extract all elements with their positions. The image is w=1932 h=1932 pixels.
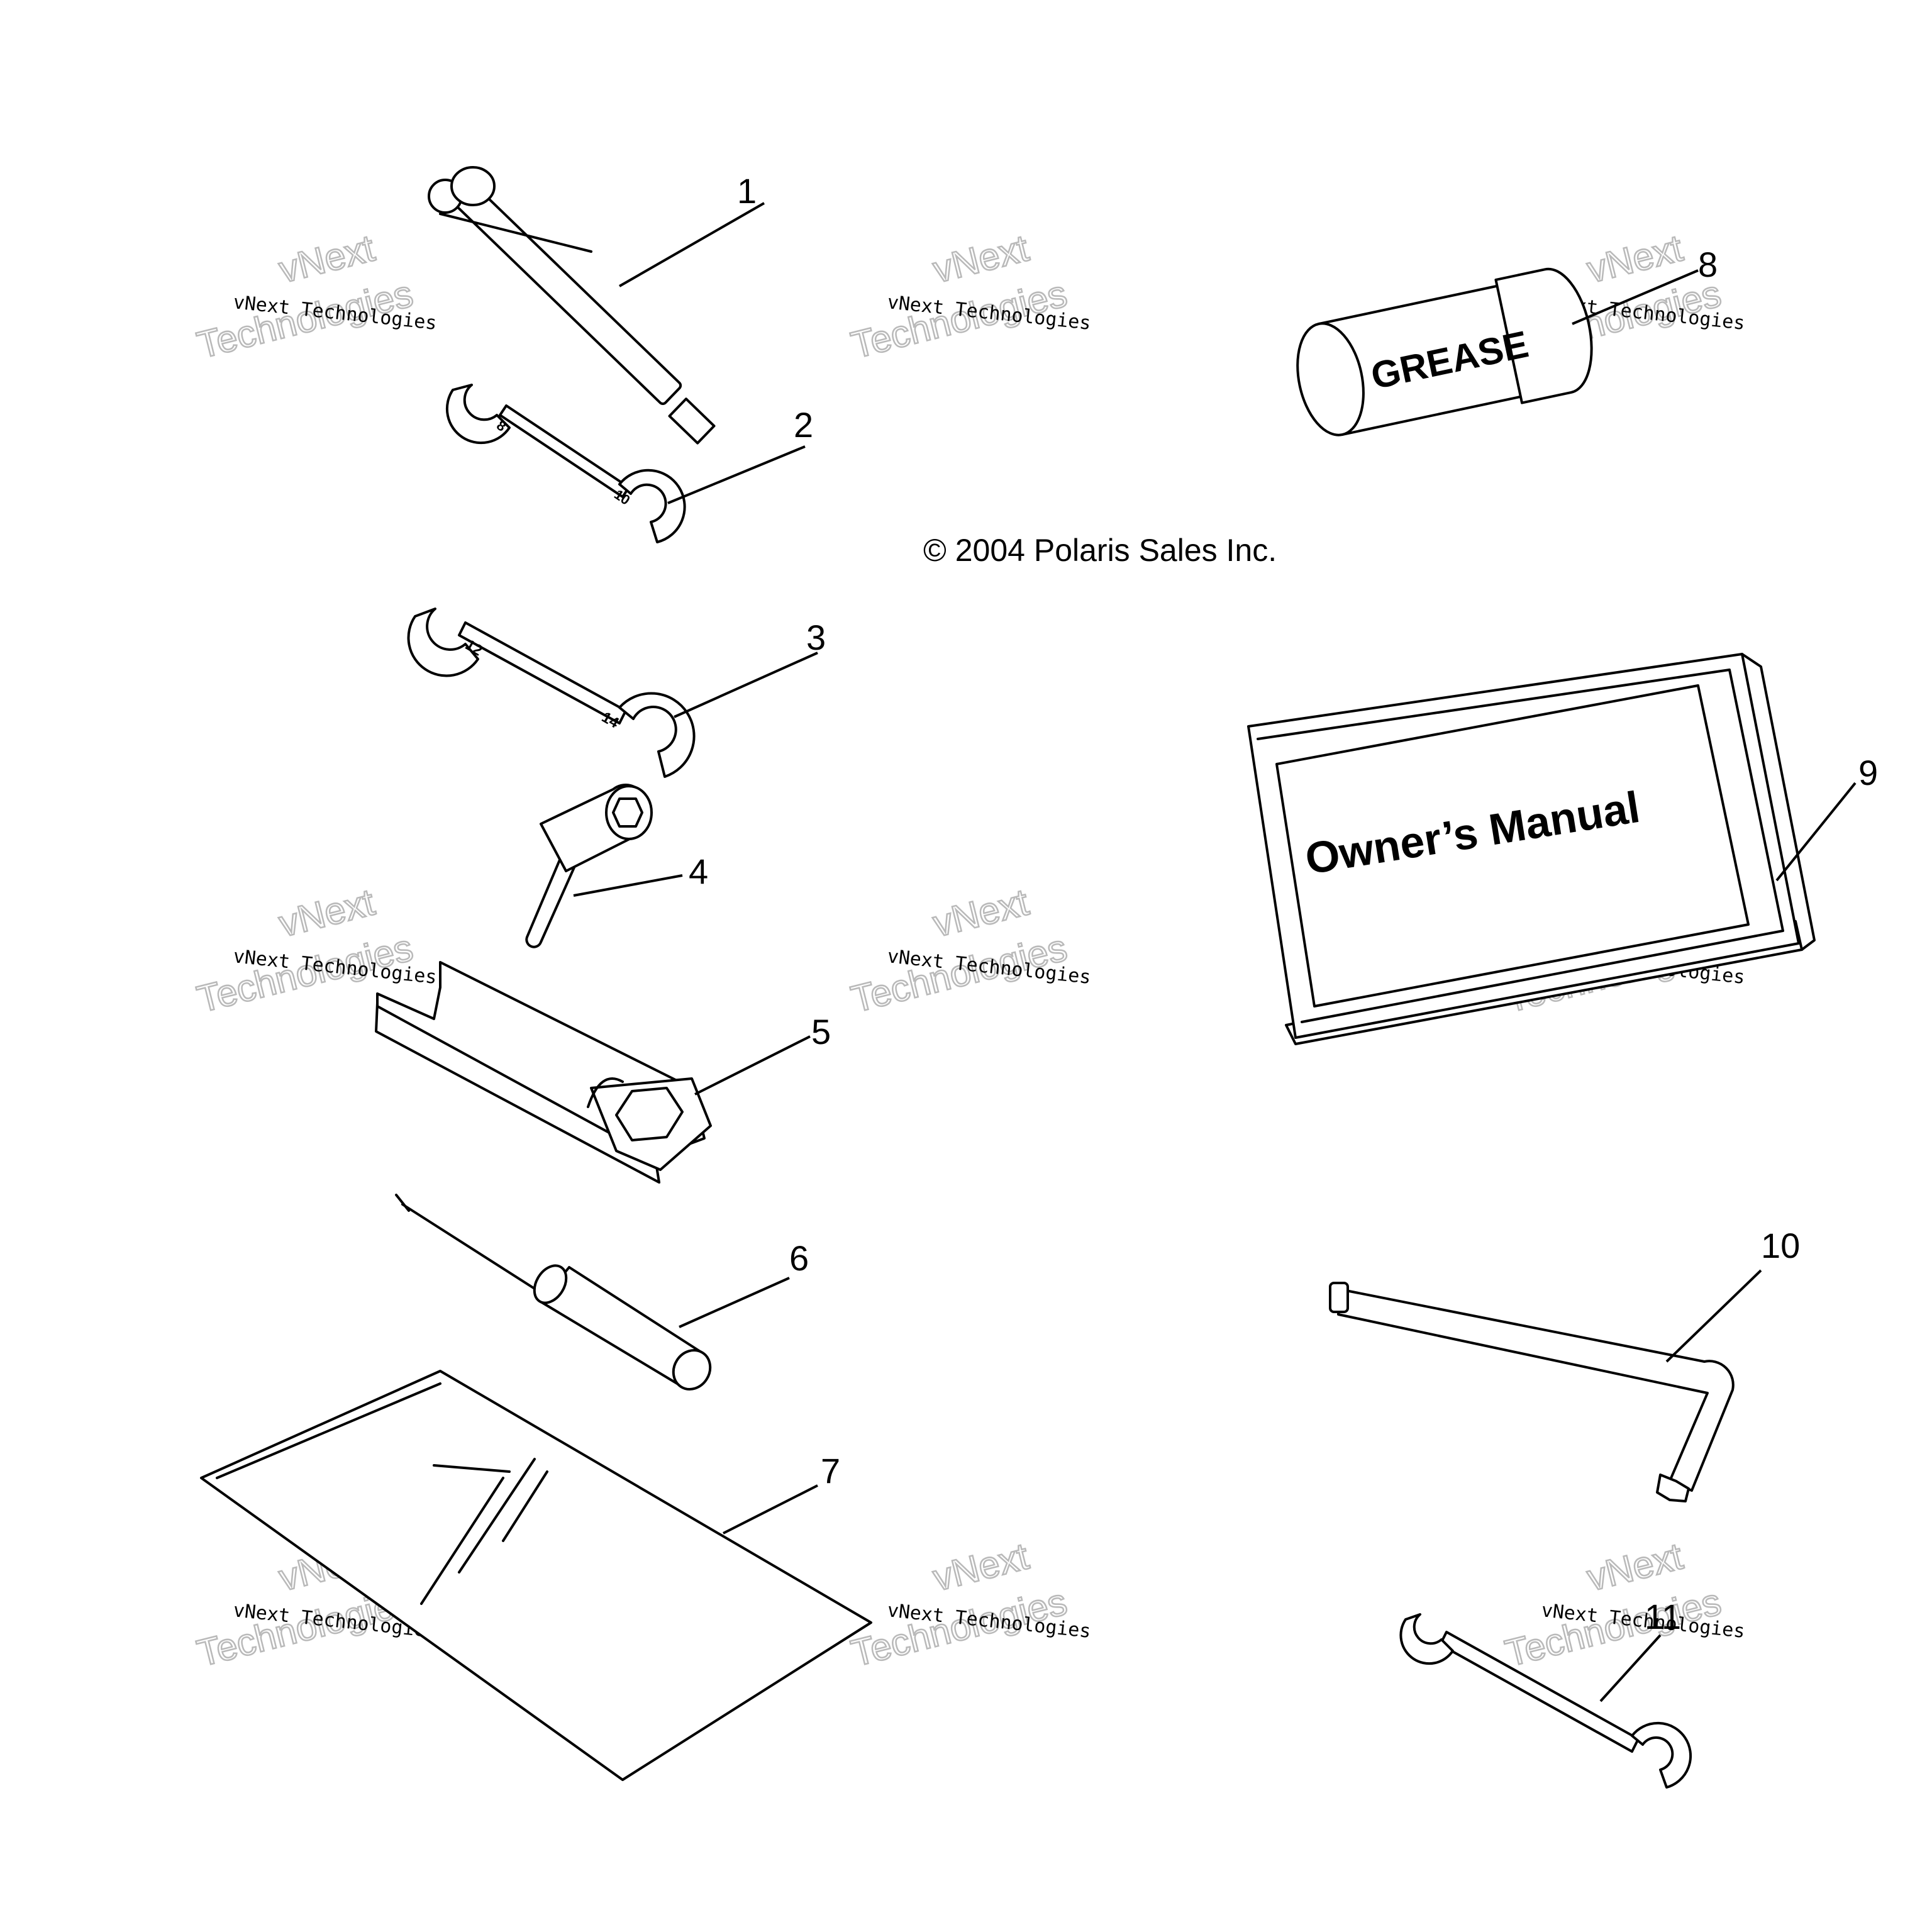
part-4-t-handle-socket [525,784,653,948]
watermark-big-1: vNext [275,226,379,291]
callout-1: 1 [737,171,757,211]
watermark-big-1: vNext [929,880,1033,945]
callout-8: 8 [1698,245,1718,284]
callout-2: 2 [794,405,813,445]
part-6-screwdriver [395,1194,712,1391]
part-5-spark-plug-tool [375,961,712,1184]
watermark-bottom-right: vNext Technologies vNext Technologies [1501,1534,1746,1675]
part-3-wrench-12-14: 12 14 [407,608,696,778]
watermark-bottom-center: vNext Technologies vNext Technologies [847,1534,1092,1675]
callout-10: 10 [1761,1226,1800,1265]
part-7-plastic-bag [200,1370,872,1781]
callout-11: 11 [1645,1597,1681,1636]
leader-1 [619,202,765,287]
watermark-big-1: vNext [929,226,1033,291]
part-11-small-wrench [1399,1613,1692,1789]
leader-6 [679,1277,790,1328]
leader-8 [1572,269,1699,325]
watermark-big-1: vNext [929,1535,1033,1599]
callout-5: 5 [811,1012,831,1052]
watermark-top-center: vNext Technologies vNext Technologies [847,226,1092,367]
watermark-top-left: vNext Technologies vNext Technologies [192,226,438,367]
leader-7 [723,1484,818,1535]
callout-9: 9 [1858,753,1878,792]
watermark-mid-center: vNext Technologies vNext Technologies [847,880,1092,1021]
leader-3 [674,652,818,718]
leader-10 [1665,1269,1762,1363]
callout-4: 4 [689,852,708,891]
copyright-notice: © 2004 Polaris Sales Inc. [923,533,1277,568]
part-2-wrench-8-10: 8 10 [445,384,686,543]
watermark-big-1: vNext [275,880,379,945]
part-10-hex-key [1329,1282,1735,1502]
leader-4 [573,874,683,897]
part-9-owners-manual: Owner’s Manual [1247,653,1816,1045]
leader-5 [694,1035,811,1096]
watermark-big-1: vNext [1583,1535,1687,1599]
part-1-pressure-gauge [428,166,716,445]
callout-7: 7 [821,1451,840,1491]
leader-11 [1599,1634,1662,1702]
leader-2 [667,445,806,504]
watermark-mid-left: vNext Technologies vNext Technologies [192,880,438,1021]
callout-6: 6 [789,1238,809,1278]
leader-9 [1775,782,1857,882]
callout-3: 3 [806,618,826,657]
part-8-grease-tube: GREASE [1296,267,1593,436]
